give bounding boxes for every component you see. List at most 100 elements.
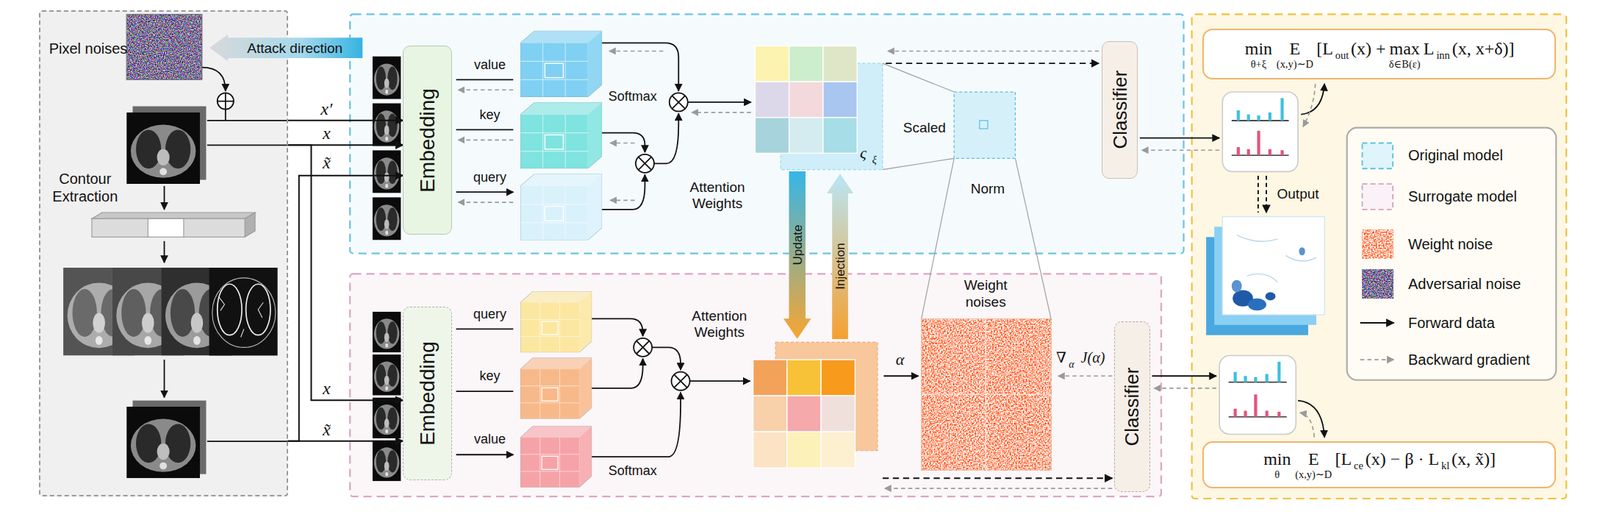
formula-term: inn	[1436, 49, 1450, 62]
arrow-label: Update	[791, 224, 805, 266]
legend-text: Adversarial noise	[1408, 274, 1521, 293]
block-label: Classifier	[1122, 367, 1142, 447]
edge-label: x̃	[322, 419, 331, 441]
scaled-square	[953, 91, 1015, 159]
formula-group: minθ	[1263, 449, 1291, 480]
legend-sample	[1362, 183, 1394, 210]
annotation-label: α	[895, 349, 905, 369]
legend-text: Weight noise	[1408, 235, 1493, 253]
annotation-label: Softmax	[608, 88, 658, 106]
annotation-label: Softmax	[608, 463, 658, 480]
legend-text: Forward data	[1408, 313, 1495, 332]
formula-term: θ	[1274, 468, 1280, 480]
data-flow-arrow	[288, 175, 404, 441]
formula-line: minθE(x,y)∼D[Lce(x) − β · Lkl(x, x̃)]	[1261, 449, 1497, 480]
formula-term: min	[1263, 449, 1291, 469]
image-caption: Contour Extraction	[41, 169, 129, 206]
formula-group: L	[1423, 38, 1435, 59]
attention-grid	[754, 46, 857, 154]
ct-image	[126, 112, 200, 184]
annotation-label: J(α)	[1081, 348, 1106, 367]
arrow-body	[783, 171, 811, 339]
input-lines	[207, 120, 289, 441]
data-flow-arrow	[288, 440, 404, 442]
annotation-label: key	[479, 368, 500, 386]
arrow-body	[826, 173, 854, 339]
weight-noise-image	[921, 318, 1051, 470]
formula-group: [L	[1335, 449, 1353, 469]
formula-group: [L	[1316, 38, 1334, 59]
formula-term: [L	[1335, 449, 1353, 469]
objective-panel	[1192, 13, 1567, 499]
injection-arrow: Injection	[826, 173, 854, 339]
edge-label: x̃	[322, 152, 331, 174]
logit-histogram	[1219, 354, 1296, 434]
noise-arrow	[202, 67, 226, 92]
formula-term: δ∈B(ε)	[1389, 58, 1421, 70]
annotation-label: query	[473, 306, 507, 323]
original-model-panel	[349, 13, 1184, 253]
legend-sample	[1360, 321, 1395, 324]
query-tensor	[520, 291, 592, 353]
annotation-label: ξ	[872, 154, 877, 167]
panels	[38, 10, 1567, 499]
annotation-label: value	[474, 57, 506, 74]
multiply-symbol	[669, 92, 688, 111]
formula-group: (x) +	[1350, 38, 1387, 59]
formula-term: E	[1308, 449, 1320, 469]
legend-text: Surrogate model	[1408, 187, 1517, 206]
formula-group: maxδ∈B(ε)	[1389, 38, 1421, 70]
arrow-label: Injection	[833, 242, 846, 289]
annotation-label: Scaled	[903, 119, 946, 136]
query-tensor	[520, 173, 602, 240]
classifier-block: Classifier	[1114, 321, 1151, 492]
zoom-lines	[882, 63, 1051, 319]
formula-group: minθ+ξ	[1245, 38, 1273, 70]
legend-sample	[1362, 230, 1394, 259]
formula-term: ce	[1353, 459, 1364, 472]
image-caption: Pixel noises	[47, 39, 129, 58]
multiply-symbol	[635, 154, 655, 173]
block-label: Embedding	[417, 341, 439, 446]
edge-label: x	[322, 123, 331, 145]
annotation-label: ς	[859, 143, 867, 163]
pixel-noise-image	[126, 13, 203, 80]
formula-body: minθ+ξE(x,y)∼D[Lout(x) +maxδ∈B(ε)Linn(x,…	[1203, 30, 1556, 78]
update-arrow: Update	[783, 171, 811, 339]
formula-term: (x,y)∼D	[1276, 58, 1314, 70]
ct-image	[126, 406, 200, 478]
multiply-symbol	[671, 371, 691, 391]
formula-term: (x) +	[1350, 38, 1387, 59]
edge-label: x′	[320, 99, 333, 120]
formula-term: kl	[1441, 459, 1450, 472]
formula-term: [L	[1316, 38, 1334, 59]
annotation-label: query	[473, 169, 507, 186]
formula-group: E(x,y)∼D	[1294, 449, 1332, 480]
annotation-label: Weight noises	[945, 277, 1026, 311]
input-illustration	[63, 13, 288, 478]
legend-text: Original model	[1408, 146, 1503, 164]
edge-label: x	[322, 378, 331, 400]
annotation-label: Attention Weights	[673, 179, 762, 214]
value-tensor	[520, 30, 602, 98]
formula-group: inn	[1436, 38, 1450, 59]
classifier-block: Classifier	[1101, 41, 1138, 179]
formula-term: (x,y)∼D	[1294, 468, 1332, 480]
formula-term: θ+ξ	[1250, 58, 1267, 70]
formula-line: minθ+ξE(x,y)∼D[Lout(x) +maxδ∈B(ε)Linn(x,…	[1242, 38, 1516, 70]
objective-formula: minθ+ξE(x,y)∼D[Lout(x) +maxδ∈B(ε)Linn(x,…	[1202, 28, 1557, 80]
legend-sample	[1362, 143, 1394, 170]
formula-term: out	[1335, 49, 1349, 62]
block-label: Classifier	[1110, 70, 1130, 150]
output-illustration	[1206, 83, 1325, 438]
input-panel: Pixel noisesContour Extraction	[38, 10, 289, 497]
formula-group: kl	[1441, 449, 1450, 469]
annotation-label: α	[1068, 357, 1074, 371]
contour-strip	[63, 267, 278, 355]
annotation-label: key	[479, 107, 500, 124]
arrow-label: Attack direction	[246, 41, 343, 56]
input-panel-ground	[38, 10, 289, 497]
block-label: Embedding	[417, 88, 439, 193]
logit-histogram	[1222, 91, 1298, 172]
